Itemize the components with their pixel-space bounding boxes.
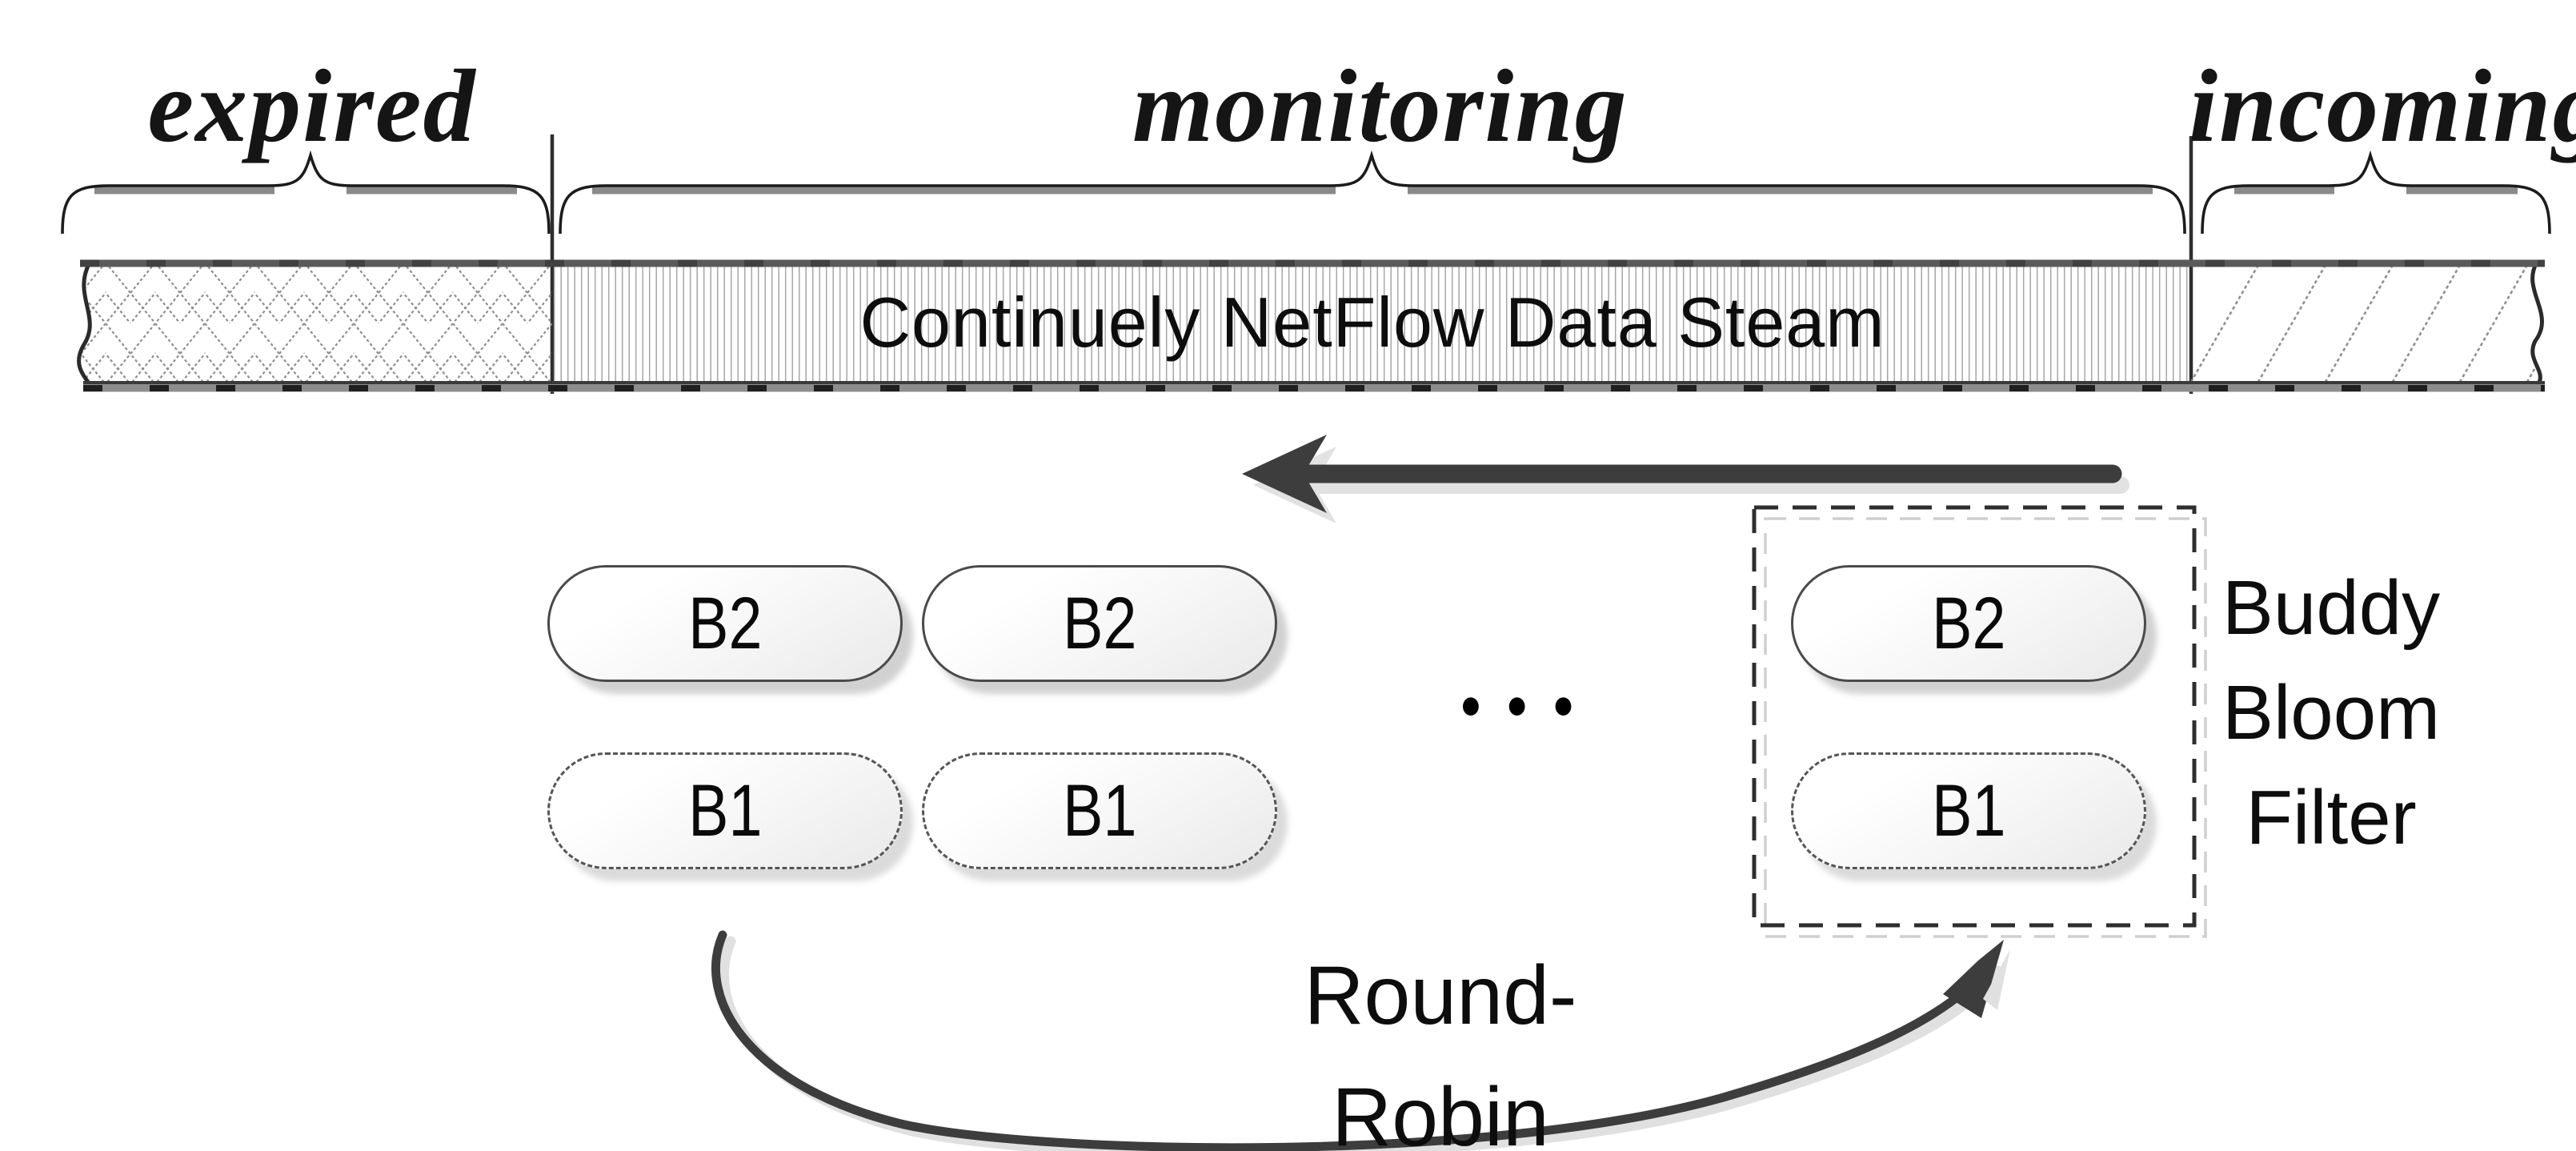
ellipsis-dots: ●●● — [1460, 680, 1599, 728]
bloom-box-b2-pair1: B2 — [547, 565, 903, 682]
bloom-box-b2-pair3: B2 — [1791, 565, 2146, 682]
round-robin-line: Round- — [1304, 949, 1577, 1042]
round-robin-label: Round- Robin — [1192, 935, 1689, 1151]
expired-brace — [61, 150, 551, 235]
incoming-brace — [2201, 150, 2551, 235]
expired-label: expired — [147, 49, 477, 164]
bloom-box-label: B2 — [687, 582, 763, 664]
round-robin-arrow-icon — [711, 930, 2010, 1151]
buddy-frame-shadow — [1764, 517, 2207, 938]
monitoring-label: monitoring — [1132, 49, 1629, 164]
bloom-box-label: B1 — [1931, 769, 2006, 852]
buddy-bloom-filter-line: Filter — [2245, 775, 2417, 860]
stream-bar-expired-section — [78, 263, 553, 384]
bloom-box-label: B1 — [687, 769, 763, 852]
buddy-bloom-filter-label: Buddy Bloom Filter — [2199, 555, 2463, 870]
bloom-box-label: B2 — [1931, 582, 2006, 664]
bloom-box-label: B2 — [1062, 582, 1137, 664]
bloom-box-b2-pair2: B2 — [922, 565, 1277, 682]
round-robin-line: Robin — [1332, 1071, 1549, 1151]
flow-left-arrow-icon — [1242, 435, 2129, 523]
bloom-box-label: B1 — [1062, 769, 1137, 852]
stream-bar-label: Continuely NetFlow Data Steam — [859, 283, 1885, 362]
incoming-label: incoming — [2189, 49, 2576, 164]
buddy-frame — [1752, 505, 2197, 928]
buddy-bloom-filter-line: Buddy — [2221, 565, 2441, 651]
stream-bar-incoming-section — [2191, 263, 2542, 384]
monitoring-brace — [559, 150, 2186, 235]
buddy-bloom-filter-line: Bloom — [2221, 670, 2441, 756]
stream-bar-monitoring-section — [552, 263, 2191, 384]
bloom-box-b1-pair1: B1 — [547, 752, 903, 869]
bloom-box-b1-pair3: B1 — [1791, 752, 2146, 869]
bloom-box-b1-pair2: B1 — [922, 752, 1277, 869]
stream-bar — [77, 259, 2545, 392]
